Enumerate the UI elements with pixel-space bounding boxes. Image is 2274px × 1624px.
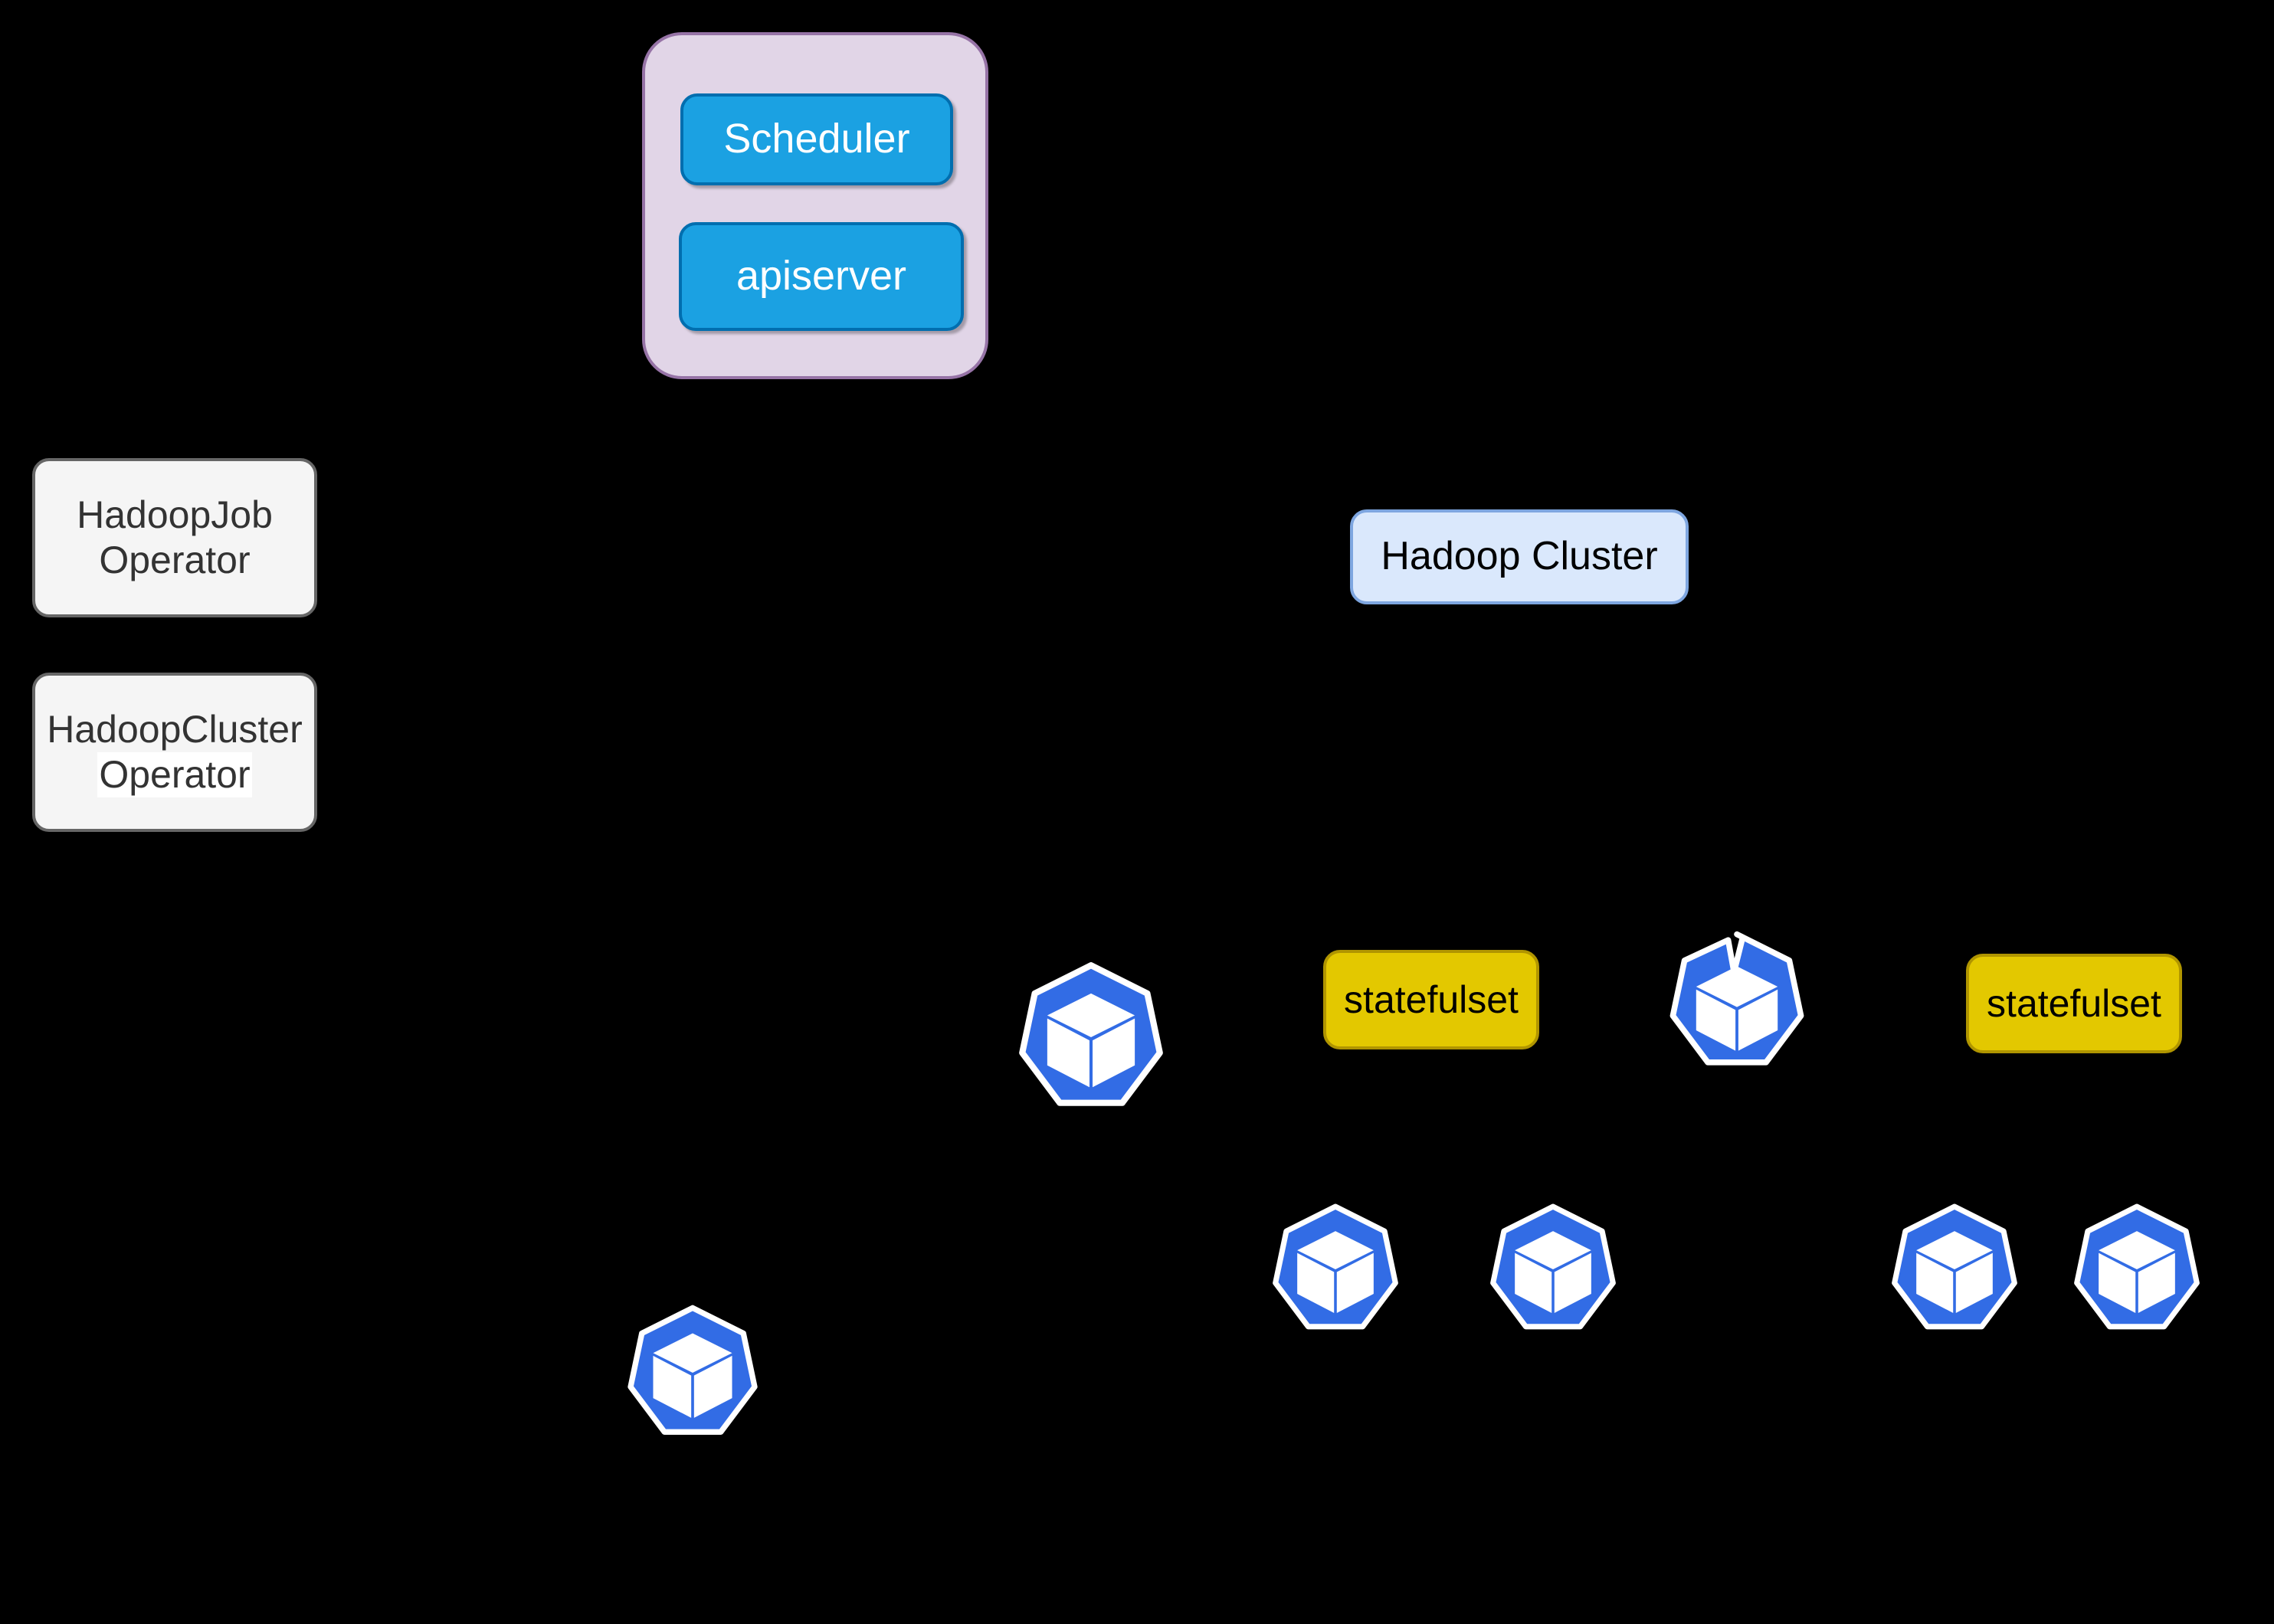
statefulset-label-1: statefulset (1344, 977, 1519, 1021)
kubernetes-pod-icon (1019, 962, 1163, 1106)
pod-icon-5[interactable] (1485, 1201, 1621, 1338)
hadoop-cluster-box[interactable]: Hadoop Cluster (1350, 509, 1689, 604)
pod-icon-6[interactable] (1886, 1201, 2023, 1338)
kubernetes-pod-icon (1490, 1203, 1616, 1330)
pod-icon-3[interactable] (622, 1302, 763, 1443)
kubernetes-pod-icon (1273, 1203, 1398, 1330)
hadoopcluster-operator-label-line2: Operator (97, 752, 252, 797)
edge-statefulset2-bottom-stub (2066, 1052, 2077, 1062)
kubernetes-pod-icon-notched (1669, 931, 1804, 1066)
scheduler-label: Scheduler (723, 116, 910, 162)
kubernetes-pod-icon (627, 1305, 758, 1435)
pod-icon-2[interactable] (1664, 928, 1810, 1074)
hadoop-cluster-label: Hadoop Cluster (1381, 534, 1658, 579)
statefulset-box-1[interactable]: statefulset (1323, 950, 1539, 1049)
hadoopjob-operator-label-line2: Operator (99, 539, 251, 581)
hadoopjob-operator-label-line1: HadoopJob (77, 493, 273, 536)
scheduler-box[interactable]: Scheduler (680, 93, 953, 185)
kubernetes-pod-icon (2074, 1203, 2200, 1330)
hadoopcluster-operator-box[interactable]: HadoopCluster Operator (32, 673, 317, 832)
kubernetes-pod-icon (1892, 1203, 2017, 1330)
statefulset-box-2[interactable]: statefulset (1966, 954, 2182, 1053)
hadoopcluster-operator-label-line1: HadoopCluster (47, 708, 303, 751)
apiserver-box[interactable]: apiserver (679, 222, 964, 331)
apiserver-label: apiserver (736, 253, 907, 300)
pod-icon-7[interactable] (2069, 1201, 2205, 1338)
statefulset-label-2: statefulset (1987, 981, 2161, 1025)
hadoopjob-operator-box[interactable]: HadoopJob Operator (32, 458, 317, 617)
pod-icon-1[interactable] (1013, 959, 1169, 1115)
pod-icon-4[interactable] (1267, 1201, 1404, 1338)
